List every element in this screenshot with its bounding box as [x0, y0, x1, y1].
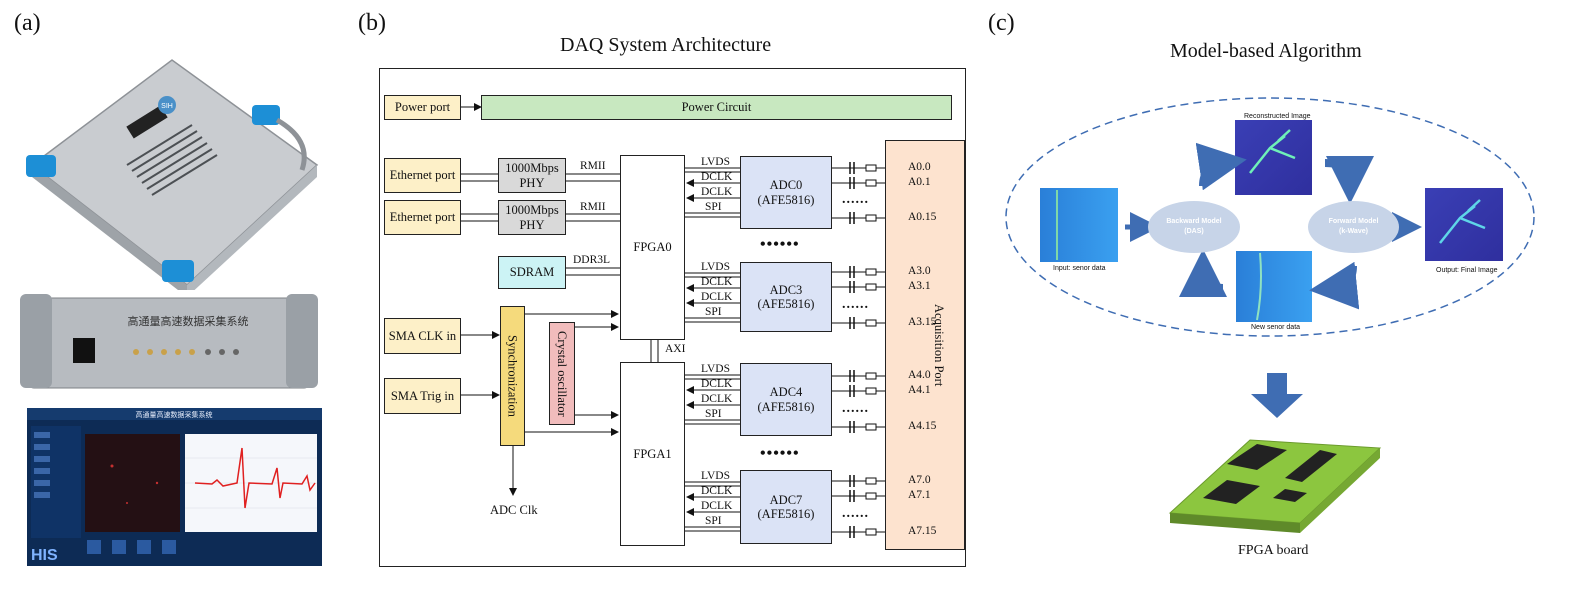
- daq-frame: [379, 68, 966, 567]
- adc4-box: ADC4(AFE5816): [740, 363, 832, 436]
- synchronization-box: Synchronization: [500, 306, 525, 446]
- forward-model-node: Forward Model (k-Wave): [1308, 201, 1399, 253]
- daq-front-panel-photo: 高通量高速数据采集系统: [20, 294, 318, 389]
- input-caption: Input: senor data: [1053, 265, 1106, 272]
- device-logo-badge: [158, 96, 176, 114]
- ddr-label: DDR3L: [573, 254, 611, 266]
- dclk-label-adc0-1: DCLK: [701, 171, 733, 183]
- dclk-label-adc7-1: DCLK: [701, 485, 733, 497]
- ch-a4-1: A4.1: [908, 384, 931, 396]
- power-port: Power port: [384, 95, 461, 120]
- adc3-box: ADC3(AFE5816): [740, 262, 832, 332]
- channel-dots-adc3: ......: [842, 297, 869, 312]
- new-sensor-caption: New senor data: [1251, 324, 1301, 331]
- output-caption: Output: Final Image: [1436, 267, 1498, 274]
- reconstructed-image: [1235, 120, 1312, 195]
- panel-label-a: (a): [14, 10, 41, 36]
- adc4-name: ADC4: [769, 385, 803, 400]
- adc7-name: ADC7: [769, 492, 803, 507]
- power-circuit: Power Circuit: [481, 95, 952, 120]
- algorithm-loop-ellipse: [1005, 97, 1535, 337]
- ch-a0-15: A0.15: [908, 211, 937, 223]
- adc0-part: (AFE5816): [757, 192, 815, 207]
- dclk-label-adc3-1: DCLK: [701, 276, 733, 288]
- spi-label-adc0: SPI: [705, 201, 722, 213]
- adc7-box: ADC7(AFE5816): [740, 470, 832, 544]
- forward-model-line2: (k-Wave): [1339, 228, 1368, 235]
- spi-label-adc4: SPI: [705, 408, 722, 420]
- ch-a4-0: A4.0: [908, 369, 931, 381]
- phy-2: 1000Mbps PHY: [498, 200, 566, 235]
- adc-clk-label: ADC Clk: [490, 503, 538, 517]
- dclk-label-adc7-2: DCLK: [701, 500, 733, 512]
- software-logo: HIS: [31, 547, 58, 564]
- forward-model-line1: Forward Model: [1328, 217, 1379, 225]
- reconstructed-image-caption: Reconstructed Image: [1244, 113, 1311, 120]
- dclk-label-adc0-2: DCLK: [701, 186, 733, 198]
- adc0-name: ADC0: [769, 178, 803, 193]
- adc7-part: (AFE5816): [757, 507, 815, 521]
- front-panel-label: 高通量高速数据采集系统: [128, 314, 249, 328]
- panel-label-c: (c): [988, 10, 1015, 36]
- software-title: 高通量高速数据采集系统: [136, 410, 213, 419]
- backward-model-line1: Backward Model: [1166, 217, 1222, 225]
- daq-device-photo: SIH: [26, 59, 319, 290]
- rmii-label-2: RMII: [580, 201, 606, 213]
- fpga-board-caption: FPGA board: [1238, 543, 1309, 558]
- spi-label-adc7: SPI: [705, 515, 722, 527]
- model-title: Model-based Algorithm: [1170, 40, 1362, 62]
- crystal-oscillator-box: Crystal oscillator: [549, 322, 575, 425]
- lvds-label-adc0: LVDS: [701, 156, 730, 168]
- dclk-label-adc3-2: DCLK: [701, 291, 733, 303]
- sma-clk-in: SMA CLK in: [384, 318, 461, 354]
- fpga1-box: FPGA1: [620, 362, 685, 546]
- acquisition-port-label: Acquisition Port: [932, 303, 947, 387]
- model-diagram: [1005, 97, 1535, 533]
- ch-a7-1: A7.1: [908, 489, 931, 501]
- sma-trig-in: SMA Trig in: [384, 378, 461, 414]
- daq-title: DAQ System Architecture: [560, 34, 772, 56]
- lvds-label-adc3: LVDS: [701, 261, 730, 273]
- lvds-label-adc7: LVDS: [701, 470, 730, 482]
- ch-a3-0: A3.0: [908, 265, 931, 277]
- ch-a0-1: A0.1: [908, 176, 931, 188]
- synchronization-label: Synchronization: [505, 335, 520, 417]
- device-logo-text: SIH: [161, 103, 173, 110]
- adc3-name: ADC3: [769, 282, 803, 297]
- dclk-label-adc4-2: DCLK: [701, 393, 733, 405]
- input-sensor-image: [1040, 188, 1118, 262]
- adc3-part: (AFE5816): [757, 297, 815, 311]
- acquisition-port-box: Acquisition Port: [885, 140, 965, 550]
- spi-label-adc3: SPI: [705, 306, 722, 318]
- phy-1: 1000Mbps PHY: [498, 158, 566, 193]
- ch-a3-15: A3.15: [908, 316, 937, 328]
- dclk-label-adc4-1: DCLK: [701, 378, 733, 390]
- ch-a0-0: A0.0: [908, 161, 931, 173]
- rmii-label-1: RMII: [580, 160, 606, 172]
- adc0-box: ADC0(AFE5816): [740, 156, 832, 229]
- ethernet-port-1: Ethernet port: [384, 158, 461, 193]
- channel-dots-adc7: ......: [842, 506, 869, 521]
- adc4-part: (AFE5816): [757, 399, 815, 414]
- axi-label: AXI: [665, 343, 686, 355]
- sdram-box: SDRAM: [498, 256, 566, 289]
- backward-model-line2: (DAS): [1184, 228, 1204, 235]
- ch-a4-15: A4.15: [908, 420, 937, 432]
- channel-dots-adc0: ......: [842, 192, 869, 207]
- ch-a3-1: A3.1: [908, 280, 931, 292]
- ch-a7-15: A7.15: [908, 525, 937, 537]
- channel-dots-adc4: ......: [842, 401, 869, 416]
- final-image: [1425, 188, 1503, 261]
- crystal-oscillator-label: Crystal oscillator: [555, 330, 570, 417]
- panel-label-b: (b): [358, 10, 386, 36]
- fpga0-box: FPGA0: [620, 155, 685, 340]
- new-sensor-image: [1236, 251, 1312, 322]
- daq-software-screenshot: 高通量高速数据采集系统 HIS: [27, 408, 322, 566]
- lvds-label-adc4: LVDS: [701, 363, 730, 375]
- ethernet-port-2: Ethernet port: [384, 200, 461, 235]
- backward-model-node: Backward Model (DAS): [1148, 201, 1240, 253]
- adc-gap-dots-2: ••••••: [760, 445, 800, 462]
- adc-gap-dots-1: ••••••: [760, 236, 800, 253]
- ch-a7-0: A7.0: [908, 474, 931, 486]
